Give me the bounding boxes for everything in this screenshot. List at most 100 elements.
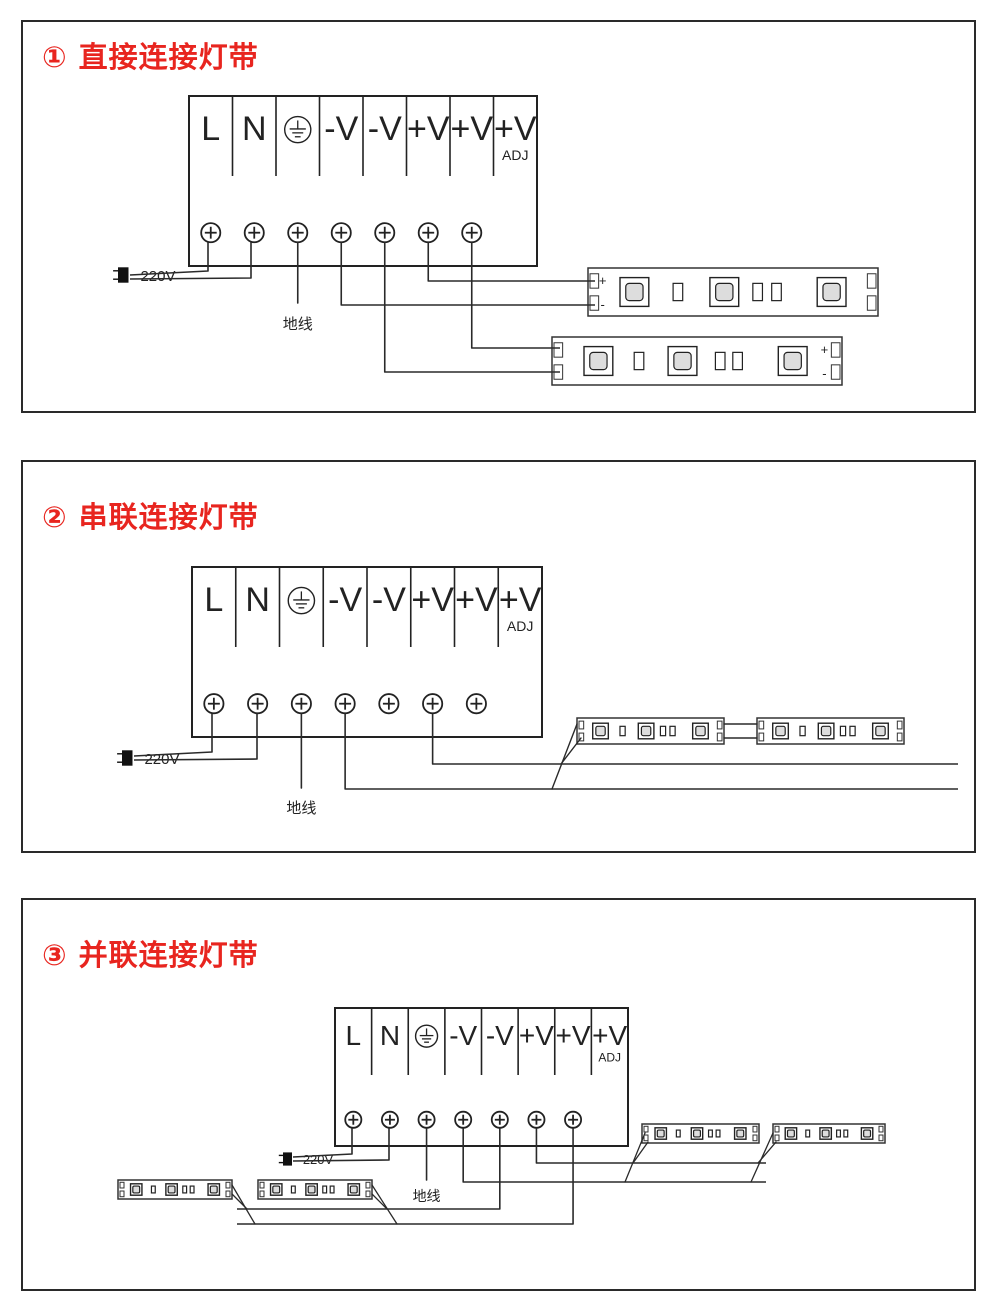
led-lens — [736, 1129, 745, 1138]
strip-pad — [774, 1125, 780, 1133]
screw-terminal-icon — [334, 693, 356, 715]
strip-pad — [225, 1190, 231, 1198]
adj-label: ADJ — [507, 618, 533, 634]
led-lens — [673, 351, 692, 371]
resistor-icon — [329, 1185, 335, 1194]
power-plug-icon — [278, 1152, 292, 1166]
resistor-icon — [839, 725, 847, 737]
led-lens — [822, 282, 841, 302]
strip-minus-label: - — [822, 366, 826, 381]
adj-label: ADJ — [598, 1051, 621, 1065]
terminal-label: -V — [449, 1020, 477, 1051]
plug-body — [283, 1152, 292, 1166]
strip-pad — [119, 1181, 125, 1189]
strip-pad — [866, 295, 877, 311]
strip-pad — [752, 1125, 758, 1133]
led-lens — [783, 351, 802, 371]
resistor-icon — [752, 282, 764, 302]
strip-pad — [878, 1125, 884, 1133]
terminal-label: +V — [519, 1020, 554, 1051]
panel-title-series: ② 串联连接灯带 — [42, 500, 259, 534]
led-lens — [595, 725, 606, 737]
wire-riser-minus — [551, 723, 578, 790]
terminal-label: +V — [494, 110, 537, 148]
ground-circle — [287, 586, 316, 615]
screw-terminal-icon — [247, 693, 269, 715]
led-strip-2 — [756, 717, 905, 745]
screw-terminal-icon — [422, 693, 444, 715]
wire-plus-left — [237, 1127, 501, 1210]
strip-pad — [896, 732, 903, 742]
resistor-icon — [290, 1185, 296, 1194]
wire-riser — [371, 1184, 398, 1225]
strip-pad — [643, 1125, 649, 1133]
led-strip-1 — [576, 717, 725, 745]
screw-terminal-icon — [330, 222, 352, 244]
terminal-label: +V — [556, 1020, 591, 1051]
screw-terminal-icon — [200, 222, 222, 244]
led-lens — [786, 1129, 795, 1138]
resistor-icon — [182, 1185, 188, 1194]
wire-minus-right — [462, 1127, 766, 1183]
screw-terminal-icon — [490, 1110, 509, 1129]
adj-label: ADJ — [502, 147, 528, 163]
wire-riser-plus — [560, 737, 582, 765]
ground-label: 地线 — [413, 1188, 441, 1204]
resistor-icon — [732, 351, 743, 371]
led-strip-2: +- — [551, 336, 843, 386]
resistor-icon — [714, 351, 726, 371]
wire-minus-left — [237, 1127, 574, 1225]
wire-n — [133, 713, 258, 761]
led-lens — [863, 1129, 872, 1138]
ground-symbol-icon — [287, 586, 316, 615]
led-lens — [821, 1129, 830, 1138]
strip-pad — [643, 1134, 649, 1142]
screw-terminal-icon — [465, 693, 487, 715]
wire-riser — [231, 1193, 248, 1210]
terminal-label: -V — [368, 110, 402, 148]
terminal-label: +V — [499, 581, 542, 619]
power-plug-icon — [117, 750, 133, 766]
resistor-icon — [771, 282, 782, 302]
strip-pad — [830, 364, 841, 380]
ground-label: 地线 — [283, 316, 313, 333]
screw-terminal-icon — [564, 1110, 583, 1129]
strip-pad — [830, 342, 841, 358]
screw-terminal-icon — [374, 222, 396, 244]
wire-plus-bus — [431, 713, 958, 765]
terminal-label: -V — [372, 581, 406, 619]
screw-terminal-icon — [290, 693, 312, 715]
terminal-label: +V — [407, 110, 450, 148]
terminal-label: +V — [450, 110, 493, 148]
led-lens — [820, 725, 832, 737]
wire-riser — [632, 1141, 649, 1164]
strip-minus-label: - — [600, 297, 604, 312]
strip-pad — [259, 1190, 265, 1198]
led-strip-r1 — [641, 1123, 760, 1144]
led-lens — [132, 1185, 141, 1194]
resistor-icon — [836, 1129, 842, 1138]
wire-minus-bus — [344, 713, 958, 790]
wire-n — [292, 1127, 390, 1162]
strip-pad — [758, 720, 765, 730]
strip-pad — [866, 273, 877, 289]
screw-terminal-icon — [243, 222, 265, 244]
wire-plus-right — [535, 1127, 766, 1164]
led-lens — [715, 282, 734, 302]
led-strip-r2 — [772, 1123, 886, 1144]
strip-pad — [716, 732, 723, 742]
strip-pad — [225, 1181, 231, 1189]
resistor-icon — [189, 1185, 195, 1194]
screw-terminal-icon — [380, 1110, 399, 1129]
screw-terminal-icon — [287, 222, 309, 244]
resistor-icon — [150, 1185, 156, 1194]
led-lens — [775, 725, 786, 737]
strip-pad — [259, 1181, 265, 1189]
ground-label: 地线 — [286, 800, 316, 817]
wire-plus-1 — [427, 242, 595, 282]
led-lens — [875, 725, 886, 737]
strip-pad — [365, 1190, 371, 1198]
